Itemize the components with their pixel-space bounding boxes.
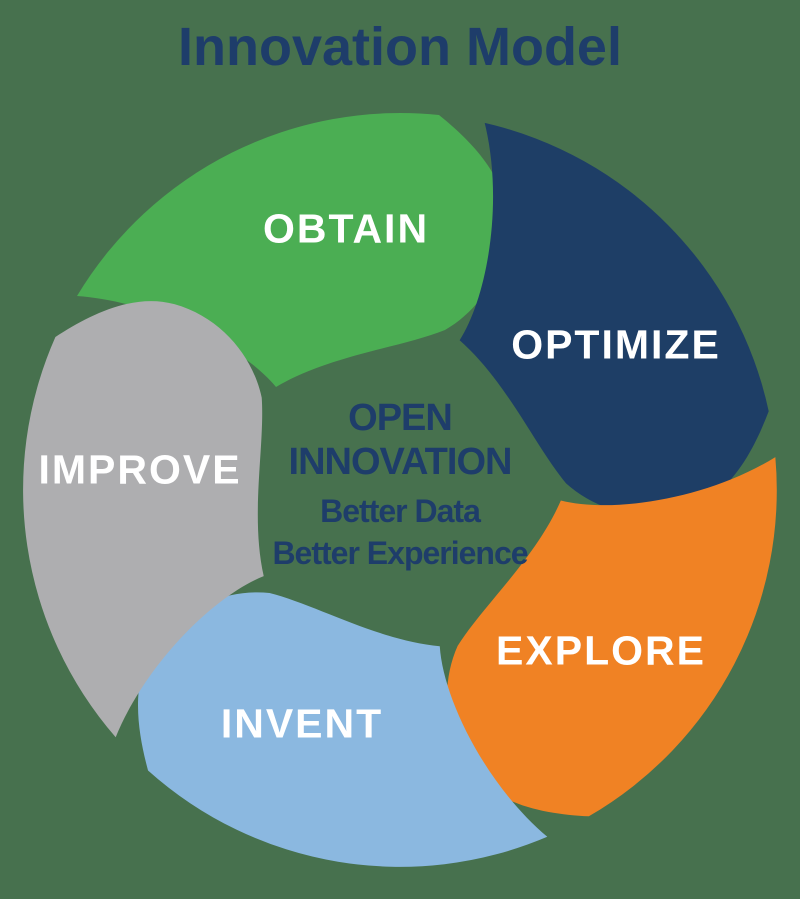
- petal-label-invent: INVENT: [220, 700, 384, 747]
- petal-group: [23, 113, 777, 867]
- petal-label-obtain: OBTAIN: [262, 205, 430, 252]
- page-title: Innovation Model: [178, 17, 622, 77]
- petal-label-improve: IMPROVE: [38, 446, 242, 493]
- petal-improve: [23, 301, 264, 738]
- center-line-open: OPEN: [348, 397, 453, 439]
- petal-explore: [447, 457, 777, 817]
- center-subline-better-data: Better Data: [320, 493, 481, 529]
- petal-label-optimize: OPTIMIZE: [511, 321, 721, 368]
- center-subline-better-experience: Better Experience: [272, 535, 528, 571]
- petal-invent: [138, 592, 548, 867]
- center-line-innovation: INNOVATION: [288, 441, 513, 483]
- center-text-block: OPEN INNOVATION Better Data Better Exper…: [272, 396, 528, 574]
- petal-optimize: [459, 122, 769, 516]
- petal-label-explore: EXPLORE: [496, 627, 706, 674]
